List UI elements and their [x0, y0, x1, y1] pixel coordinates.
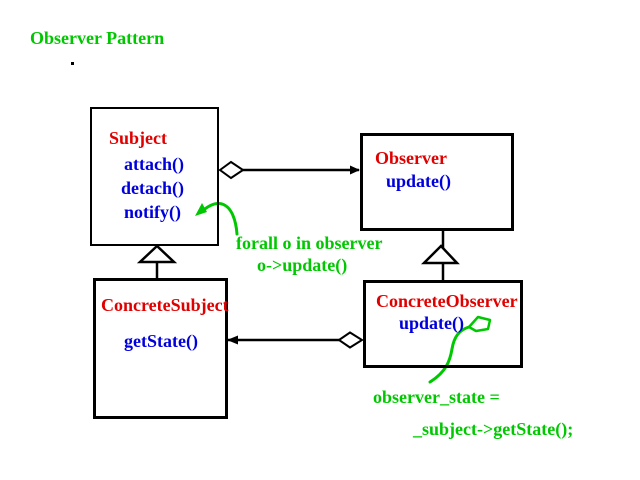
annotation-forall-line2: o->update() [257, 255, 348, 275]
stray-dot [71, 62, 74, 65]
arrowhead-icon [227, 335, 238, 345]
class-box-subject [90, 107, 219, 246]
method-getstate: getState() [124, 331, 198, 351]
method-concrete-observer-update: update() [399, 313, 465, 333]
method-notify: notify() [124, 202, 181, 222]
page-title: Observer Pattern [30, 28, 165, 48]
arrowhead-icon [467, 315, 492, 333]
inheritance-triangle-icon [420, 244, 460, 265]
annotation-forall-line1: forall o in observer [236, 233, 383, 253]
class-box-observer [360, 133, 514, 231]
class-name-concrete-subject: ConcreteSubject [101, 295, 229, 315]
class-name-observer: Observer [375, 148, 447, 168]
annotation-state-line2: _subject->getState(); [413, 419, 574, 439]
aggregation-diamond-icon [218, 160, 245, 180]
method-detach: detach() [121, 178, 184, 198]
arrowhead-icon [350, 165, 360, 175]
inheritance-triangle-icon [136, 244, 178, 264]
class-box-concrete-subject [93, 278, 228, 419]
inheritance-concreteobserver-observer [420, 230, 460, 280]
aggregation-concreteobserver-concretesubject [227, 331, 364, 349]
annotation-arrow-notify [195, 202, 239, 236]
method-attach: attach() [124, 154, 184, 174]
annotation-state-line1: observer_state = [373, 387, 500, 407]
method-observer-update: update() [386, 171, 452, 191]
class-box-concrete-observer [363, 280, 523, 368]
arrowhead-icon [195, 203, 207, 216]
inheritance-concretesubject-subject [136, 244, 178, 278]
aggregation-subject-observer [218, 160, 360, 180]
class-name-subject: Subject [109, 128, 167, 148]
annotation-arrow-update [428, 315, 492, 384]
class-name-concrete-observer: ConcreteObserver [376, 291, 518, 311]
aggregation-diamond-icon [337, 331, 364, 349]
